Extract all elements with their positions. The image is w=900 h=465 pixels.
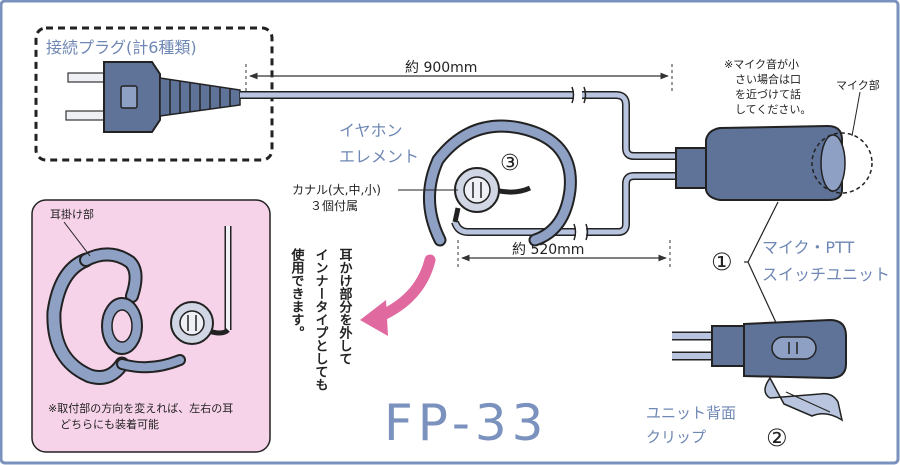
plug-label: 接続プラグ(計6種類)	[46, 38, 197, 57]
marker-3: ③	[500, 151, 520, 176]
ear-cord-length: 約 520mm	[512, 242, 584, 258]
clip-label-2: クリップ	[646, 428, 706, 446]
ptt-button	[771, 336, 817, 360]
earphone-cord	[451, 172, 680, 241]
vertical-note: 耳かけ部分を外して インナータイプとしても 使用できます。	[289, 247, 354, 391]
main-cord	[240, 86, 680, 160]
ear-hook-label: 耳掛け部	[50, 207, 94, 221]
inset-note-1: ※取付部の方向を変えれば、左右の耳	[48, 401, 233, 415]
ptt-labels: ① マイク・PTT スイッチユニット	[711, 238, 890, 284]
mic-note-1: ※マイク音が小	[724, 57, 799, 71]
plug-window	[120, 85, 138, 109]
connector-plug: 接続プラグ(計6種類)	[34, 26, 274, 162]
mic-note-3: を近づけて話	[735, 87, 801, 101]
dimension-ear: 約 520mm	[457, 240, 671, 268]
earphone-label-1: イヤホン	[339, 121, 403, 140]
inset-note-2: どちらにも装着可能	[60, 417, 159, 431]
ptt-label-2: スイッチユニット	[762, 265, 890, 284]
mic-part-label: マイク部	[836, 78, 880, 92]
dimension-main: 約 900mm	[245, 60, 673, 92]
plug-dashed-box	[34, 26, 274, 162]
vertical-note-col3: 使用できます。	[289, 247, 306, 339]
plug-pin-upper	[67, 72, 109, 83]
earphone-element: イヤホン エレメント ③ カナル(大,中,小) ３個付属	[292, 119, 577, 247]
mic-body	[705, 124, 843, 201]
plug-pin-lower	[65, 110, 109, 121]
tips-label-1: カナル(大,中,小)	[292, 182, 381, 197]
ptt-label-1: マイク・PTT	[762, 238, 855, 257]
mic-dashed-circle	[811, 132, 873, 194]
back-clip	[764, 376, 844, 422]
marker-2: ②	[766, 424, 788, 452]
vertical-note-col1: 耳かけ部分を外して	[337, 248, 354, 365]
mic-head	[820, 134, 846, 192]
ptt-switch-unit: ユニット背面 クリップ ②	[646, 318, 847, 452]
main-cord-length: 約 900mm	[405, 60, 477, 76]
microphone-unit: ※マイク音が小 さい場合は口 を近づけて話 してください。 マイク部	[675, 57, 880, 201]
mic-note-4: してください。	[735, 103, 811, 116]
earphone-label-2: エレメント	[339, 147, 419, 166]
model-name: FP-33	[384, 394, 548, 452]
clip-label-1: ユニット背面	[646, 404, 736, 422]
marker-1: ①	[711, 248, 733, 276]
vertical-note-col2: インナータイプとしても	[313, 248, 329, 391]
tips-label-2: ３個付属	[310, 199, 358, 213]
ear-hook-inset: 耳掛け部 ※取付部の方向を変えれば、左右の耳 どちらにも装着可能	[31, 199, 271, 453]
mic-note-2: さい場合は口	[735, 72, 801, 86]
pink-arrow	[360, 254, 436, 336]
